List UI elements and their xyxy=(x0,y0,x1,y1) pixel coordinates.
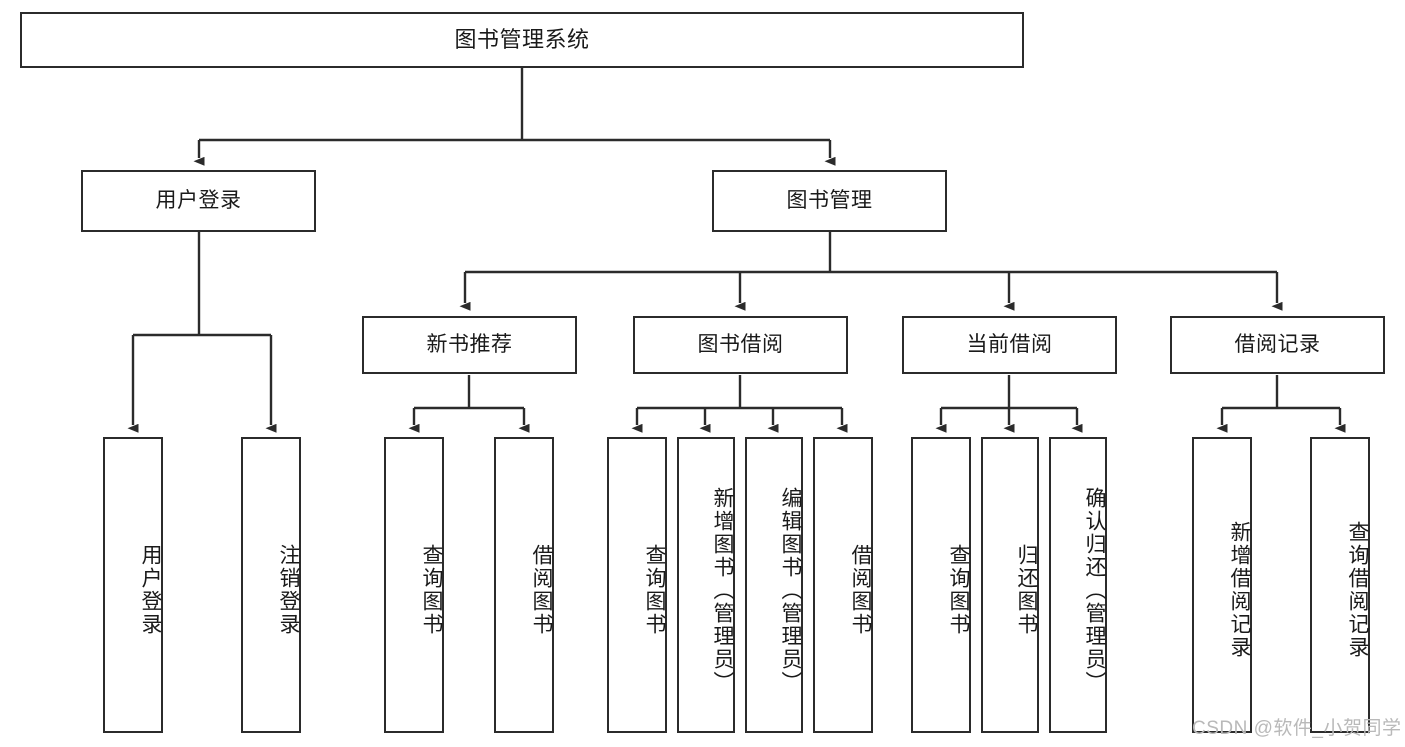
node-label: 用户登录 xyxy=(155,189,242,213)
node-label: 新增图书（管理员） xyxy=(711,486,734,694)
leaf-query-book-recommend[interactable]: 查询图书 xyxy=(384,437,444,733)
node-label: 借阅图书 xyxy=(849,544,872,636)
node-label: 借阅记录 xyxy=(1234,333,1321,357)
node-label: 图书管理系统 xyxy=(454,26,590,52)
node-label: 查询借阅记录 xyxy=(1346,521,1369,659)
leaf-query-book-borrow[interactable]: 查询图书 xyxy=(607,437,667,733)
node-label: 图书管理 xyxy=(786,189,873,213)
node-label: 当前借阅 xyxy=(966,333,1053,357)
node-label: 编辑图书（管理员） xyxy=(779,486,802,694)
leaf-borrow-book[interactable]: 借阅图书 xyxy=(813,437,873,733)
leaf-return-book[interactable]: 归还图书 xyxy=(981,437,1039,733)
node-book-management[interactable]: 图书管理 xyxy=(712,170,947,232)
node-label: 新增借阅记录 xyxy=(1228,521,1251,659)
node-root-system[interactable]: 图书管理系统 xyxy=(20,12,1024,68)
node-label: 查询图书 xyxy=(947,544,970,636)
node-label: 新书推荐 xyxy=(426,333,513,357)
leaf-add-borrow-record[interactable]: 新增借阅记录 xyxy=(1192,437,1252,733)
leaf-user-logout[interactable]: 注销登录 xyxy=(241,437,301,733)
node-label: 用户登录 xyxy=(139,544,162,636)
node-borrow-records[interactable]: 借阅记录 xyxy=(1170,316,1385,374)
node-user-login[interactable]: 用户登录 xyxy=(81,170,316,232)
watermark: CSDN @软件_小贺同学 xyxy=(1192,718,1402,739)
node-label: 查询图书 xyxy=(420,544,443,636)
node-label: 借阅图书 xyxy=(530,544,553,636)
node-label: 图书借阅 xyxy=(697,333,784,357)
leaf-user-login[interactable]: 用户登录 xyxy=(103,437,163,733)
node-new-book-recommend[interactable]: 新书推荐 xyxy=(362,316,577,374)
node-label: 归还图书 xyxy=(1015,544,1038,636)
node-label: 查询图书 xyxy=(643,544,666,636)
leaf-borrow-book-recommend[interactable]: 借阅图书 xyxy=(494,437,554,733)
leaf-query-book-current[interactable]: 查询图书 xyxy=(911,437,971,733)
leaf-edit-book-admin[interactable]: 编辑图书（管理员） xyxy=(745,437,803,733)
node-current-borrow[interactable]: 当前借阅 xyxy=(902,316,1117,374)
leaf-confirm-return-admin[interactable]: 确认归还（管理员） xyxy=(1049,437,1107,733)
leaf-query-borrow-record[interactable]: 查询借阅记录 xyxy=(1310,437,1370,733)
node-book-borrow[interactable]: 图书借阅 xyxy=(633,316,848,374)
leaf-add-book-admin[interactable]: 新增图书（管理员） xyxy=(677,437,735,733)
node-label: 确认归还（管理员） xyxy=(1083,486,1106,694)
node-label: 注销登录 xyxy=(277,544,300,636)
